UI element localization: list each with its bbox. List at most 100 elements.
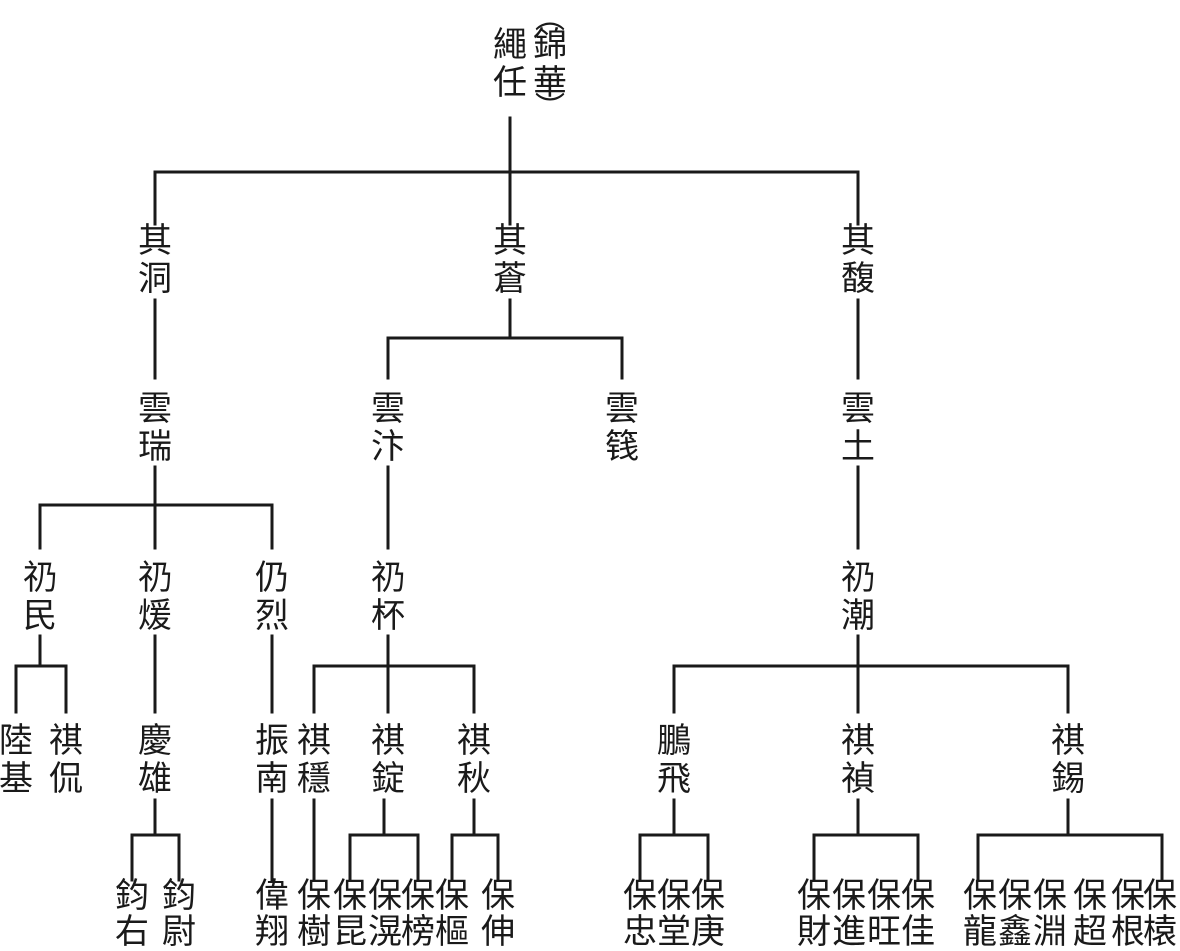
gen5-node: 保 進 <box>832 876 866 951</box>
gen5-char: 進 <box>832 912 866 951</box>
gen4-char: 雄 <box>138 759 172 799</box>
gen4-node: 祺 穩 <box>297 721 331 799</box>
gen2-char: 雲 <box>605 389 639 429</box>
gen3-node: 礽 煖 <box>138 558 172 636</box>
gen4-char: 錠 <box>371 759 405 799</box>
gen4-char: 飛 <box>657 759 691 799</box>
gen3-node: 仍 烈 <box>255 558 289 636</box>
gen5-node: 保 昆 <box>333 876 367 951</box>
root-name-char: 繩 <box>493 25 527 65</box>
gen5-char: 淵 <box>1033 912 1067 951</box>
gen5-char: 昆 <box>333 912 367 951</box>
gen5-char: 鈞 <box>115 876 149 916</box>
gen4-char: 基 <box>0 759 33 799</box>
gen5-char: 保 <box>867 876 901 916</box>
gen5-char: 佳 <box>901 912 935 951</box>
gen5-char: 保 <box>333 876 367 916</box>
gen4-node: 鵬 飛 <box>657 721 691 799</box>
gen4-node: 祺 侃 <box>49 721 83 799</box>
gen3-node: 礽 民 <box>23 558 57 636</box>
gen5-node: 保 鑫 <box>998 876 1032 951</box>
gen4-char: 陸 <box>0 721 33 761</box>
gen3-char: 杯 <box>371 596 405 636</box>
gen1-char: 蒼 <box>493 259 527 299</box>
gen3-char: 煖 <box>138 596 172 636</box>
gen4-node: 祺 錠 <box>371 721 405 799</box>
gen4-char: 祺 <box>457 721 491 761</box>
gen4-char: 祺 <box>1051 721 1085 761</box>
root-name-char: 任 <box>493 63 527 103</box>
gen5-char: 榜 <box>401 912 435 951</box>
gen2-char: 雲 <box>841 389 875 429</box>
gen5-char: 保 <box>368 876 402 916</box>
gen5-char: 保 <box>797 876 831 916</box>
root-alias-char: 華 <box>533 63 567 103</box>
gen3-char: 潮 <box>841 596 875 636</box>
gen4-char: 侃 <box>49 759 83 799</box>
gen2-node: 雲 土 <box>841 389 875 467</box>
gen4-char: 穩 <box>297 759 331 799</box>
gen4-char: 秋 <box>457 759 491 799</box>
gen5-node: 保 旺 <box>867 876 901 951</box>
gen5-node: 保 龍 <box>963 876 997 951</box>
gen4-char: 祺 <box>371 721 405 761</box>
gen2-node: 雲 汴 <box>371 389 405 467</box>
root-alias-char: 錦 <box>533 25 567 65</box>
alias-close-paren: ︶ <box>535 91 565 126</box>
alias-open-paren: ︵ <box>535 1 565 36</box>
gen2-char: 雲 <box>138 389 172 429</box>
connector-lines <box>14 116 1164 882</box>
gen4-char: 祺 <box>841 721 875 761</box>
gen4-char: 祺 <box>297 721 331 761</box>
gen3-char: 礽 <box>371 558 405 598</box>
gen5-char: 保 <box>832 876 866 916</box>
gen5-node: 鈞 右 <box>115 876 149 951</box>
gen5-char: 根 <box>1111 912 1145 951</box>
gen4-char: 禎 <box>841 759 875 799</box>
gen5-char: 堂 <box>657 912 691 951</box>
gen5-char: 保 <box>901 876 935 916</box>
gen5-char: 滉 <box>368 912 402 951</box>
gen2-char: 篯 <box>605 427 639 467</box>
gen5-char: 尉 <box>162 912 196 951</box>
gen5-node: 保 伸 <box>481 876 515 951</box>
gen1-char: 其 <box>493 221 527 261</box>
gen5-node: 保 財 <box>797 876 831 951</box>
gen5-char: 忠 <box>623 912 657 951</box>
gen5-char: 保 <box>1033 876 1067 916</box>
gen5-char: 保 <box>623 876 657 916</box>
gen2-char: 瑞 <box>138 427 172 467</box>
gen5-char: 保 <box>963 876 997 916</box>
gen2-node: 雲 瑞 <box>138 389 172 467</box>
gen5-char: 保 <box>1143 876 1177 916</box>
gen2-char: 雲 <box>371 389 405 429</box>
gen5-char: 翔 <box>255 912 289 951</box>
gen4-char: 錫 <box>1051 759 1085 799</box>
root-node: 繩 任 ︵ 錦 華 ︶ <box>493 1 567 126</box>
gen5-char: 保 <box>998 876 1032 916</box>
gen3-char: 民 <box>23 596 57 636</box>
gen4-node: 祺 錫 <box>1051 721 1085 799</box>
gen5-char: 保 <box>1111 876 1145 916</box>
gen5-char: 保 <box>657 876 691 916</box>
gen5-node: 偉 翔 <box>255 876 289 951</box>
gen5-node: 保 根 <box>1111 876 1145 951</box>
gen5-char: 伸 <box>481 912 515 951</box>
gen5-char: 保 <box>401 876 435 916</box>
gen5-node: 保 樞 <box>435 876 469 951</box>
gen5-char: 超 <box>1073 912 1107 951</box>
gen5-char: 財 <box>797 912 831 951</box>
gen1-node: 其 蒼 <box>493 221 527 299</box>
gen3-node: 礽 潮 <box>841 558 875 636</box>
gen5-char: 保 <box>691 876 725 916</box>
gen3-char: 烈 <box>255 596 289 636</box>
gen5-char: 鈞 <box>162 876 196 916</box>
gen2-node: 雲 篯 <box>605 389 639 467</box>
gen1-node: 其 馥 <box>841 221 875 299</box>
gen5-node: 保 超 <box>1073 876 1107 951</box>
gen5-char: 樞 <box>435 912 469 951</box>
gen5-char: 榬 <box>1143 912 1177 951</box>
gen5-node: 保 忠 <box>623 876 657 951</box>
gen3-char: 礽 <box>841 558 875 598</box>
